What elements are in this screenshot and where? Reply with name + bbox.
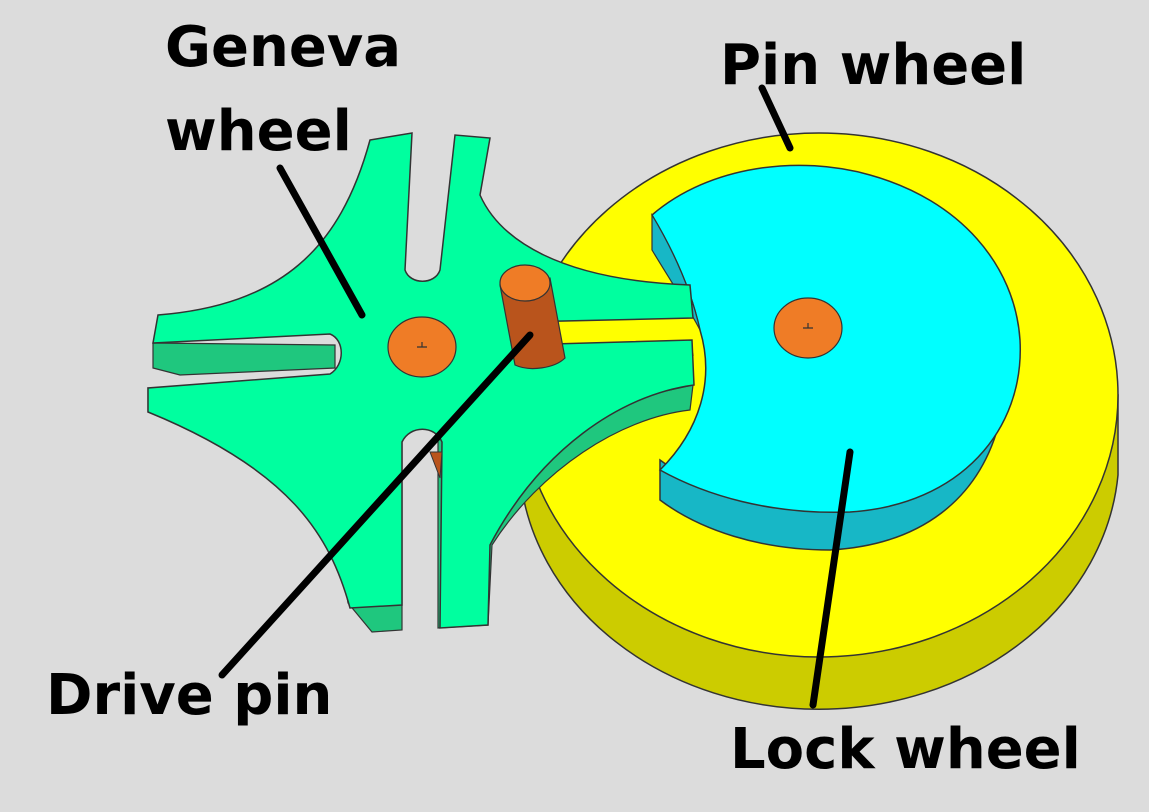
label-geneva-line2: wheel [165,99,352,164]
leader-line-lock-wheel [809,448,854,709]
label-drive-pin: Drive pin [46,663,332,728]
leader-line-geneva-wheel [276,164,366,319]
lock-wheel-hub-mark [803,323,813,329]
lock-wheel [651,164,1021,551]
label-pin-wheel: Pin wheel [720,33,1026,98]
geneva-wheel-hub-mark [417,342,427,348]
label-geneva-line1: Geneva [165,15,401,80]
leader-lines [218,84,854,709]
leader-line-pin-wheel [758,84,794,152]
geneva-wheel-top [147,132,695,629]
drive-pin-lower [429,451,443,479]
label-lock-wheel: Lock wheel [730,717,1081,782]
geneva-wheel-side-left-arm [152,342,336,376]
leader-line-drive-pin [218,331,534,679]
drive-pin-top [499,264,551,302]
